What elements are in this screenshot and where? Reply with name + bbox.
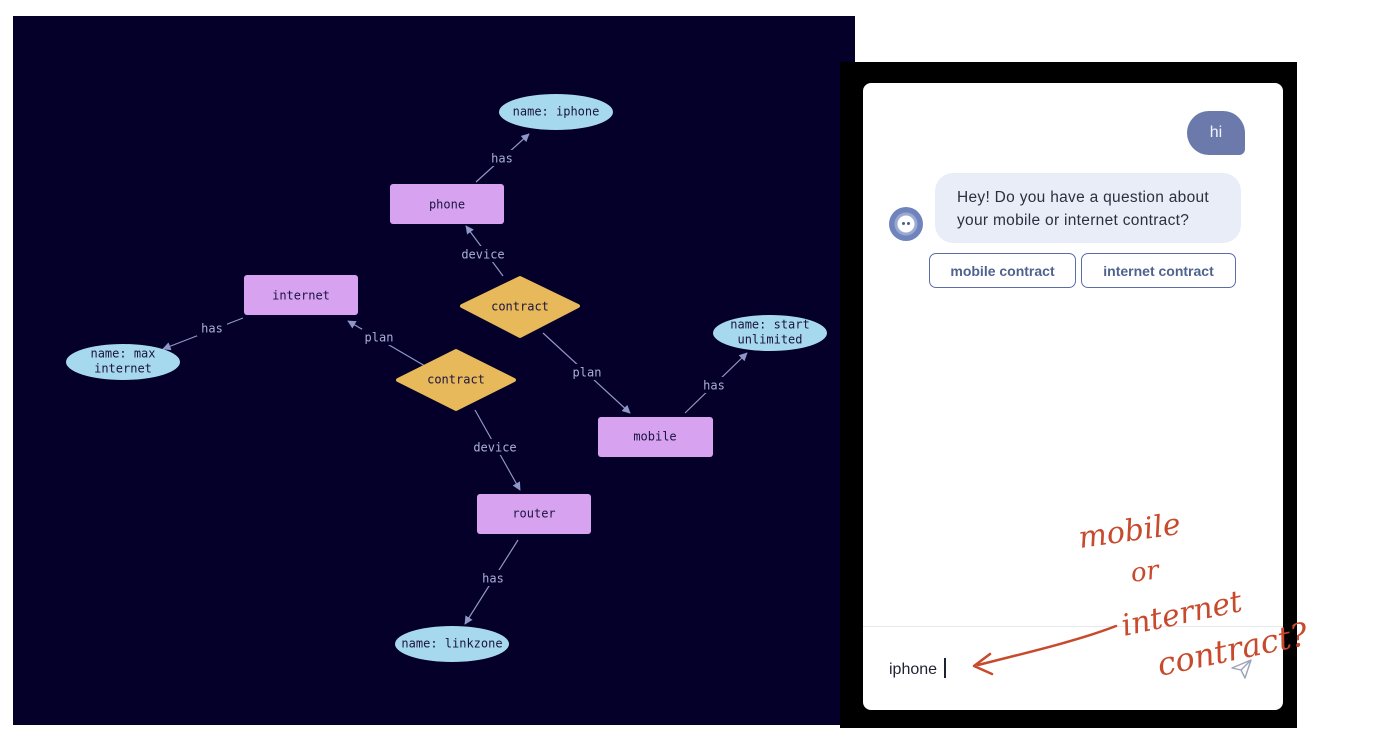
svg-text:contract: contract: [491, 300, 549, 314]
svg-text:mobile: mobile: [633, 430, 676, 444]
message-input[interactable]: [889, 656, 1189, 684]
edge-label-contract1-device: device: [461, 248, 504, 262]
node-router[interactable]: router: [477, 494, 591, 534]
node-phone[interactable]: phone: [390, 184, 504, 224]
svg-text:router: router: [512, 507, 555, 521]
node-name-iphone[interactable]: name: iphone: [499, 94, 613, 130]
quick-reply-mobile-contract[interactable]: mobile contract: [929, 253, 1076, 288]
edge-label-contract2-device: device: [473, 441, 516, 455]
quick-reply-internet-contract[interactable]: internet contract: [1081, 253, 1236, 288]
svg-text:internet: internet: [272, 289, 330, 303]
edge-label-phone-has: has: [491, 152, 513, 166]
send-button[interactable]: [1229, 656, 1255, 682]
node-mobile[interactable]: mobile: [598, 417, 713, 457]
edge-label-mobile-has: has: [703, 379, 725, 393]
svg-text:contract: contract: [427, 373, 485, 387]
bot-message-bubble: Hey! Do you have a question about your m…: [935, 173, 1241, 243]
node-internet[interactable]: internet: [244, 275, 358, 315]
node-name-start-unlimited[interactable]: name: start unlimited: [713, 315, 827, 351]
edge-labels: has device has plan plan has device has: [197, 150, 729, 586]
svg-text:internet: internet: [94, 362, 152, 376]
bot-message-line-1: Hey! Do you have a question about: [957, 189, 1210, 206]
svg-text:phone: phone: [429, 198, 465, 212]
bot-message-line-2: your mobile or internet contract?: [957, 212, 1190, 229]
edge-label-internet-has: has: [201, 322, 223, 336]
bot-avatar-icon: [889, 207, 923, 241]
svg-text:name: iphone: name: iphone: [513, 105, 600, 119]
svg-text:name: max: name: max: [90, 347, 155, 361]
edge-label-contract1-plan: plan: [573, 366, 602, 380]
graph-svg: has device has plan plan has device has …: [66, 94, 827, 662]
edge-label-router-has: has: [482, 572, 504, 586]
node-contract-2[interactable]: contract: [396, 349, 516, 411]
user-message-bubble: hi: [1187, 111, 1245, 155]
user-message-text: hi: [1209, 124, 1223, 141]
input-divider: [863, 626, 1283, 627]
chat-frame: hi Hey! Do you have a question about you…: [840, 62, 1297, 728]
svg-text:name: start: name: start: [730, 318, 809, 332]
svg-text:unlimited: unlimited: [737, 333, 802, 347]
node-name-max-internet[interactable]: name: max internet: [66, 344, 180, 380]
chat-window: hi Hey! Do you have a question about you…: [863, 83, 1283, 710]
svg-text:name: linkzone: name: linkzone: [401, 637, 502, 651]
text-caret: [944, 658, 946, 678]
edge-label-contract2-plan: plan: [365, 331, 394, 345]
node-contract-1[interactable]: contract: [460, 276, 580, 338]
graph-canvas[interactable]: has device has plan plan has device has …: [13, 16, 855, 725]
send-icon: [1231, 659, 1252, 679]
node-name-linkzone[interactable]: name: linkzone: [395, 626, 509, 662]
